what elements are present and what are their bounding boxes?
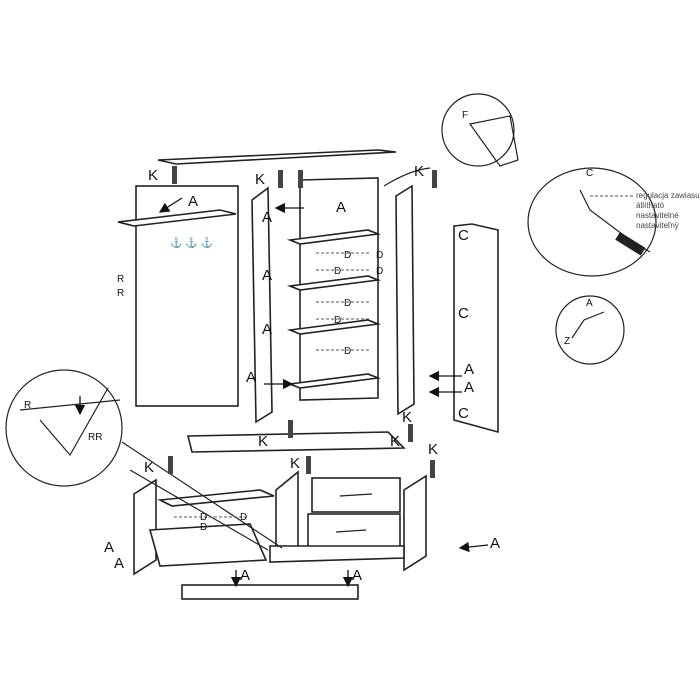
label-c: C — [458, 227, 469, 244]
label-d: D — [334, 266, 341, 277]
right-side-panel — [395, 184, 415, 416]
detail-callout-flap — [5, 369, 123, 487]
top-panel — [157, 149, 397, 165]
label-d: D — [200, 522, 207, 533]
label-a: A — [490, 535, 500, 552]
label-a: A — [352, 567, 362, 584]
label-rr: RR — [88, 432, 102, 443]
label-k: K — [290, 455, 300, 472]
label-a: A — [114, 555, 124, 572]
label-a: A — [246, 369, 256, 386]
label-a: A — [262, 209, 272, 226]
label-a: A — [336, 199, 346, 216]
assembly-arrows — [74, 197, 489, 588]
hinge-adjustment-note: regulacja zawiasu állítható nastavitelné… — [636, 191, 700, 230]
label-k: K — [402, 409, 412, 426]
left-side-panel — [251, 186, 273, 424]
label-c: C — [458, 405, 469, 422]
label-d: D — [344, 346, 351, 357]
label-c: C — [586, 168, 593, 179]
detail-callout-hinge-screw — [555, 295, 625, 365]
label-r: R — [24, 400, 31, 411]
shelves — [286, 229, 382, 389]
label-d: D — [344, 250, 351, 261]
label-a: A — [104, 539, 114, 556]
detail-callout-hinge — [527, 167, 657, 277]
svg-text:regulacja zawiasu: regulacja zawiasu — [636, 191, 700, 200]
plinth-panel — [181, 584, 359, 600]
label-k: K — [255, 171, 265, 188]
label-a: A — [262, 267, 272, 284]
label-a: A — [586, 298, 593, 309]
label-c: C — [458, 305, 469, 322]
label-d: D — [376, 266, 383, 277]
label-r: R — [117, 288, 124, 299]
label-r: R — [117, 274, 124, 285]
label-k: K — [258, 433, 268, 450]
dowels — [168, 166, 437, 478]
label-k: K — [390, 433, 400, 450]
coat-panel: ⚓ ⚓ ⚓ — [117, 185, 239, 407]
label-z: Z — [564, 336, 570, 347]
label-d: D — [344, 298, 351, 309]
detail-callout-screwdriver — [441, 93, 515, 167]
label-d: D — [376, 250, 383, 261]
label-d: D — [334, 315, 341, 326]
label-d: D — [240, 512, 247, 523]
label-a: A — [464, 379, 474, 396]
label-a: A — [464, 361, 474, 378]
svg-text:állítható: állítható — [636, 201, 665, 210]
label-a: A — [262, 321, 272, 338]
label-a: A — [188, 193, 198, 210]
dashed-dowel-lines — [174, 252, 370, 518]
label-a: A — [240, 567, 250, 584]
svg-text:nastaviteľný: nastaviteľný — [636, 221, 679, 230]
lower-cabinet — [133, 470, 427, 576]
hook-icon: ⚓ ⚓ ⚓ — [170, 236, 213, 249]
label-f: F — [462, 110, 468, 121]
label-d: D — [200, 512, 207, 523]
door-panel — [453, 223, 499, 434]
label-k: K — [144, 459, 154, 476]
svg-text:nastavitelné: nastavitelné — [636, 211, 679, 220]
label-k: K — [428, 441, 438, 458]
label-k: K — [148, 167, 158, 184]
middle-panel — [186, 431, 406, 453]
label-k: K — [414, 163, 424, 180]
